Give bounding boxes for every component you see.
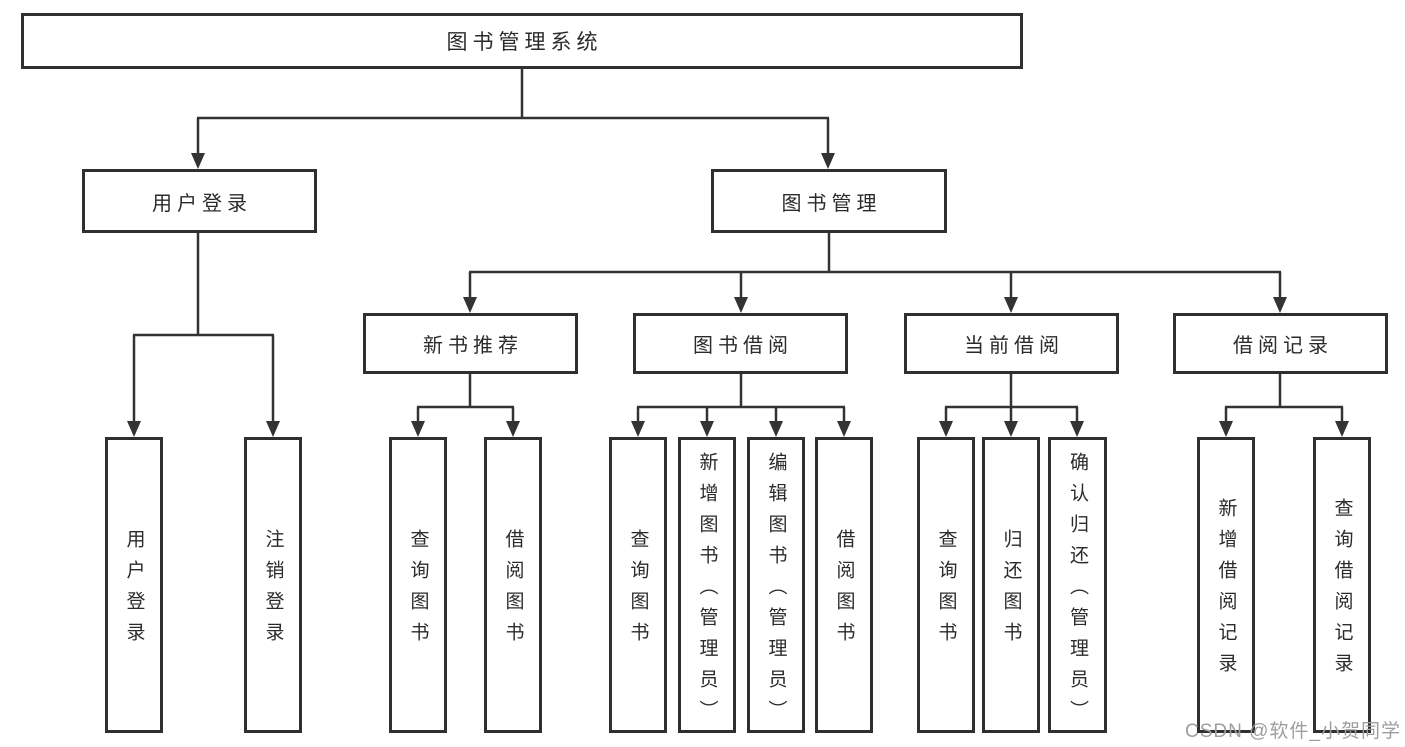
connector-book-management-children <box>468 233 1282 300</box>
leaf-return-books: 归还图书 <box>982 437 1040 733</box>
connector-book-borrow-children <box>636 374 846 424</box>
leaf-return-books-label: 归还图书 <box>1000 529 1022 653</box>
arrowhead <box>1335 421 1349 437</box>
node-user-login: 用户登录 <box>82 169 317 233</box>
leaf-query-books-borrow: 查询图书 <box>609 437 667 733</box>
leaf-add-borrow-record: 新增借阅记录 <box>1197 437 1255 733</box>
arrowhead <box>1004 297 1018 313</box>
node-user-login-label: 用户登录 <box>152 192 252 215</box>
leaf-borrow-books-label: 借阅图书 <box>833 529 855 653</box>
arrowhead <box>837 421 851 437</box>
arrowhead <box>1004 421 1018 437</box>
node-book-management: 图书管理 <box>711 169 947 233</box>
connector-root-to-level2 <box>196 69 830 155</box>
node-book-borrow: 图书借阅 <box>633 313 848 374</box>
leaf-user-login-label: 用户登录 <box>123 529 145 653</box>
leaf-logout-label: 注销登录 <box>262 529 284 653</box>
connector-new-book-recommend-children <box>416 374 515 424</box>
arrowhead <box>463 297 477 313</box>
node-new-book-recommend-label: 新书推荐 <box>423 335 523 357</box>
node-book-management-label: 图书管理 <box>781 192 882 215</box>
arrowhead <box>506 421 520 437</box>
node-new-book-recommend: 新书推荐 <box>363 313 578 374</box>
arrowhead <box>266 421 280 437</box>
node-current-borrow-label: 当前借阅 <box>964 335 1064 357</box>
arrowhead <box>769 421 783 437</box>
node-borrow-records: 借阅记录 <box>1173 313 1388 374</box>
connector-current-borrow-children <box>944 374 1079 424</box>
arrowhead <box>631 421 645 437</box>
leaf-query-borrow-record-label: 查询借阅记录 <box>1331 498 1353 684</box>
leaf-confirm-return-admin: 确认归还（管理员） <box>1048 437 1107 733</box>
arrowhead <box>734 297 748 313</box>
leaf-edit-books-admin: 编辑图书（管理员） <box>747 437 805 733</box>
leaf-query-books-current-label: 查询图书 <box>935 529 957 653</box>
connector-borrow-records-children <box>1224 374 1344 424</box>
arrowhead <box>411 421 425 437</box>
leaf-borrow-books-recommend-label: 借阅图书 <box>502 529 524 653</box>
arrowhead <box>1273 297 1287 313</box>
node-library-system: 图书管理系统 <box>21 13 1023 69</box>
leaf-query-books-current: 查询图书 <box>917 437 975 733</box>
node-library-system-label: 图书管理系统 <box>446 31 603 54</box>
arrowhead <box>127 421 141 437</box>
leaf-user-login: 用户登录 <box>105 437 163 733</box>
node-current-borrow: 当前借阅 <box>904 313 1119 374</box>
leaf-query-borrow-record: 查询借阅记录 <box>1313 437 1371 733</box>
leaf-add-borrow-record-label: 新增借阅记录 <box>1215 498 1237 684</box>
leaf-query-books-recommend-label: 查询图书 <box>407 529 429 653</box>
arrowhead <box>191 153 205 169</box>
leaf-edit-books-admin-label: 编辑图书（管理员） <box>765 452 787 731</box>
node-borrow-records-label: 借阅记录 <box>1233 335 1333 357</box>
leaf-add-books-admin-label: 新增图书（管理员） <box>696 452 718 731</box>
leaf-logout: 注销登录 <box>244 437 302 733</box>
node-book-borrow-label: 图书借阅 <box>693 335 793 357</box>
leaf-borrow-books-recommend: 借阅图书 <box>484 437 542 733</box>
arrowhead <box>939 421 953 437</box>
watermark: CSDN @软件_小贺同学 <box>1185 721 1401 742</box>
arrowhead <box>1070 421 1084 437</box>
leaf-query-books-recommend: 查询图书 <box>389 437 447 733</box>
leaf-query-books-borrow-label: 查询图书 <box>627 529 649 653</box>
arrowhead <box>1219 421 1233 437</box>
connector-user-login-children <box>132 233 275 424</box>
arrowhead <box>821 153 835 169</box>
leaf-add-books-admin: 新增图书（管理员） <box>678 437 736 733</box>
leaf-confirm-return-admin-label: 确认归还（管理员） <box>1067 452 1088 731</box>
leaf-borrow-books: 借阅图书 <box>815 437 873 733</box>
arrowhead <box>700 421 714 437</box>
